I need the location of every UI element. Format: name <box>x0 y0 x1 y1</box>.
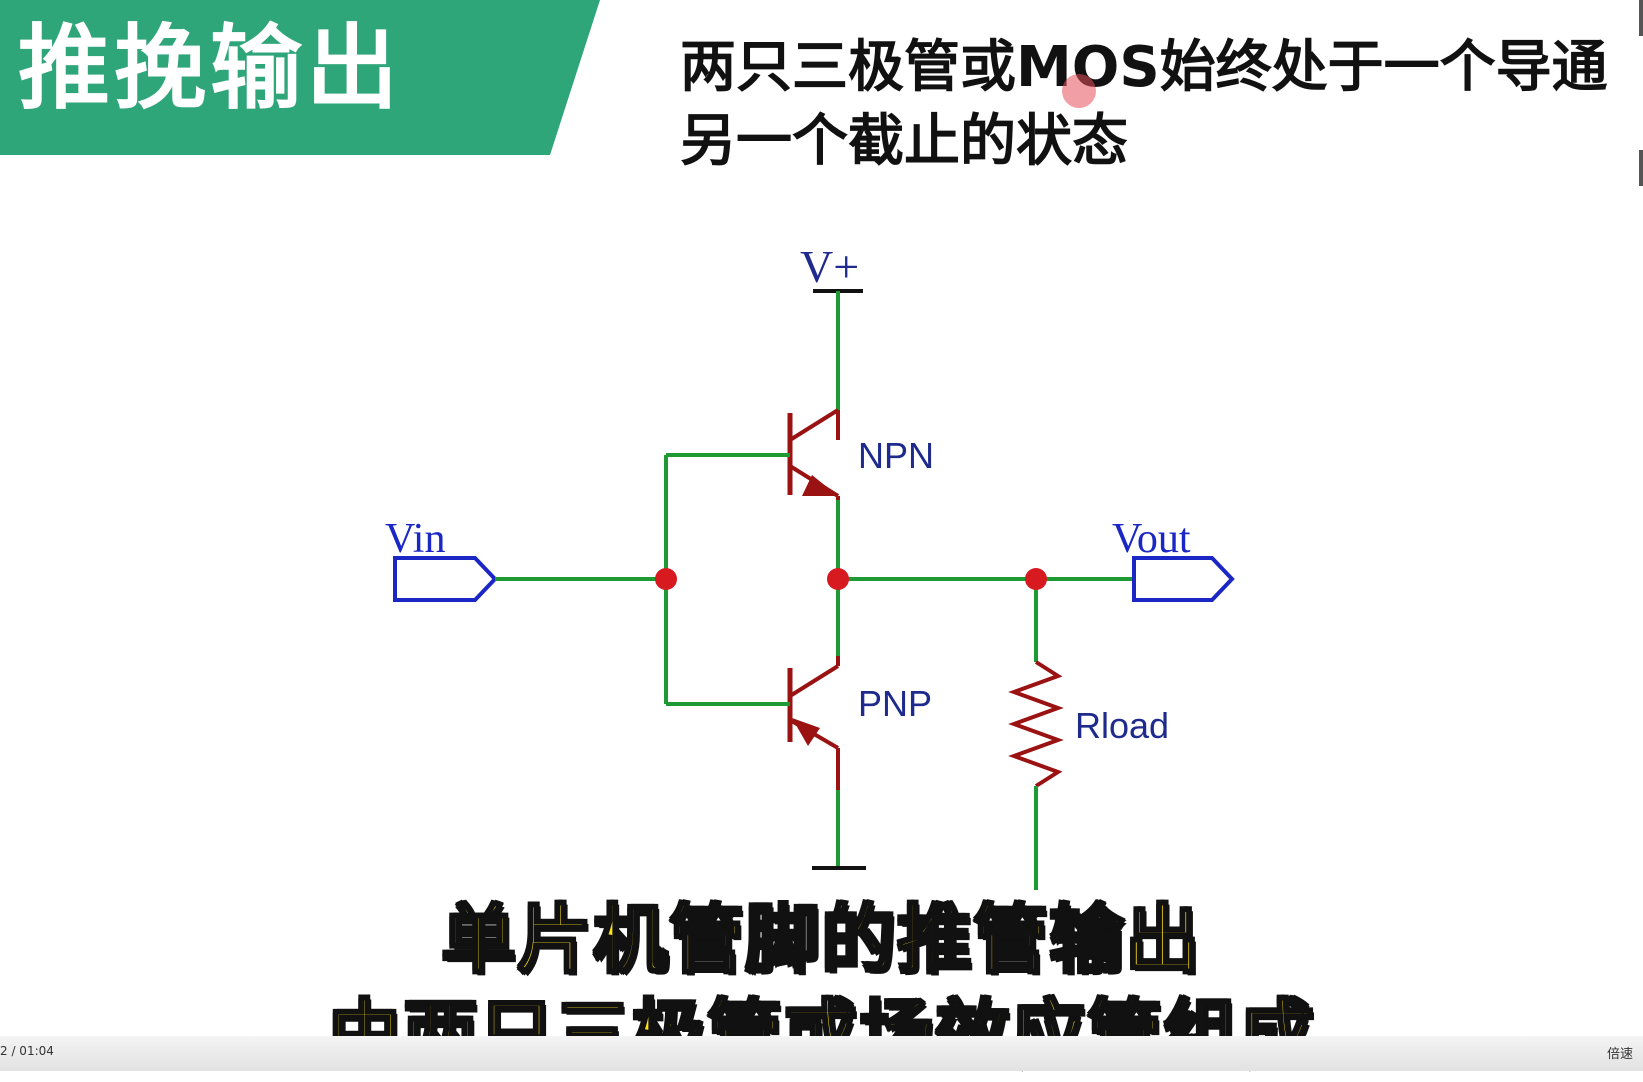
output-label: Vout <box>1112 516 1191 562</box>
input-port-icon <box>393 556 498 602</box>
input-label: Vin <box>385 516 445 562</box>
junction-output <box>827 568 849 590</box>
junction-load <box>1025 568 1047 590</box>
output-port-icon <box>1132 556 1235 602</box>
description-line-1: 两只三极管或MOS始终处于一个导通 <box>680 35 1608 100</box>
subtitle-line-1: 单片机管脚的推管输出 <box>440 896 1202 985</box>
supply-label: V+ <box>800 241 859 292</box>
video-player-bar[interactable] <box>0 1036 1643 1071</box>
speed-button[interactable]: 倍速 <box>1606 1047 1633 1062</box>
pnp-transistor-icon <box>787 656 840 790</box>
title-banner <box>0 0 600 155</box>
playback-time: 2 / 01:04 <box>0 1044 54 1058</box>
load-label: Rload <box>1075 705 1169 746</box>
npn-label: NPN <box>858 435 934 476</box>
pnp-label: PNP <box>858 683 932 724</box>
resistor-icon <box>1008 660 1064 788</box>
slide-title: 推挽输出 <box>18 15 403 122</box>
edge-mark-mid <box>1639 150 1643 186</box>
description-line-2: 另一个截止的状态 <box>680 109 1128 174</box>
edge-mark-top <box>1639 0 1643 36</box>
npn-transistor-icon <box>787 408 840 500</box>
junction-input <box>655 568 677 590</box>
cursor-highlight-icon <box>1062 74 1096 108</box>
